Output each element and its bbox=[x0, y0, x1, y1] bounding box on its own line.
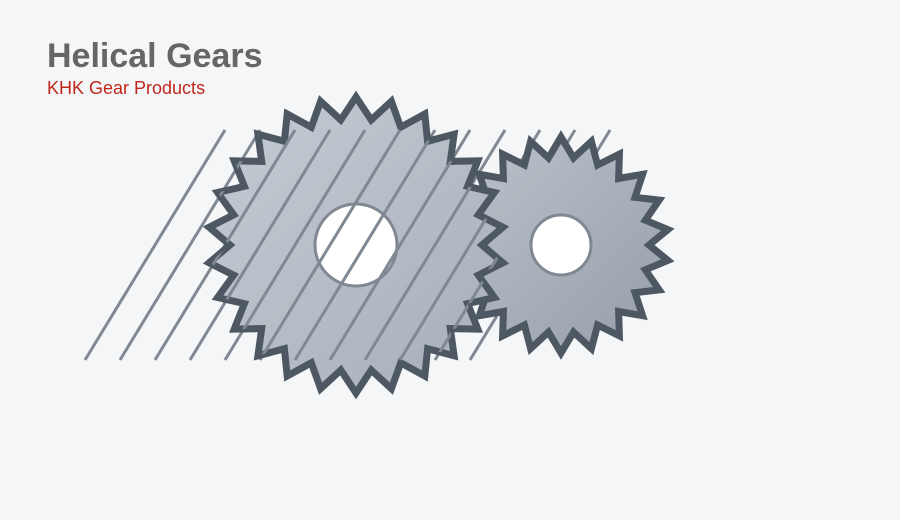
large-gear-bore bbox=[313, 202, 399, 288]
page-title: Helical Gears bbox=[47, 37, 263, 75]
helix-line bbox=[83, 129, 227, 361]
header: Helical Gears KHK Gear Products bbox=[47, 36, 262, 99]
helix-line bbox=[398, 129, 503, 361]
helix-line bbox=[258, 129, 402, 361]
helix-line bbox=[328, 129, 472, 361]
helix-line bbox=[223, 129, 367, 361]
helix-line bbox=[433, 129, 503, 361]
helix-line bbox=[293, 129, 437, 361]
small-gear-bore bbox=[529, 213, 593, 277]
page-subtitle: KHK Gear Products bbox=[47, 78, 206, 98]
